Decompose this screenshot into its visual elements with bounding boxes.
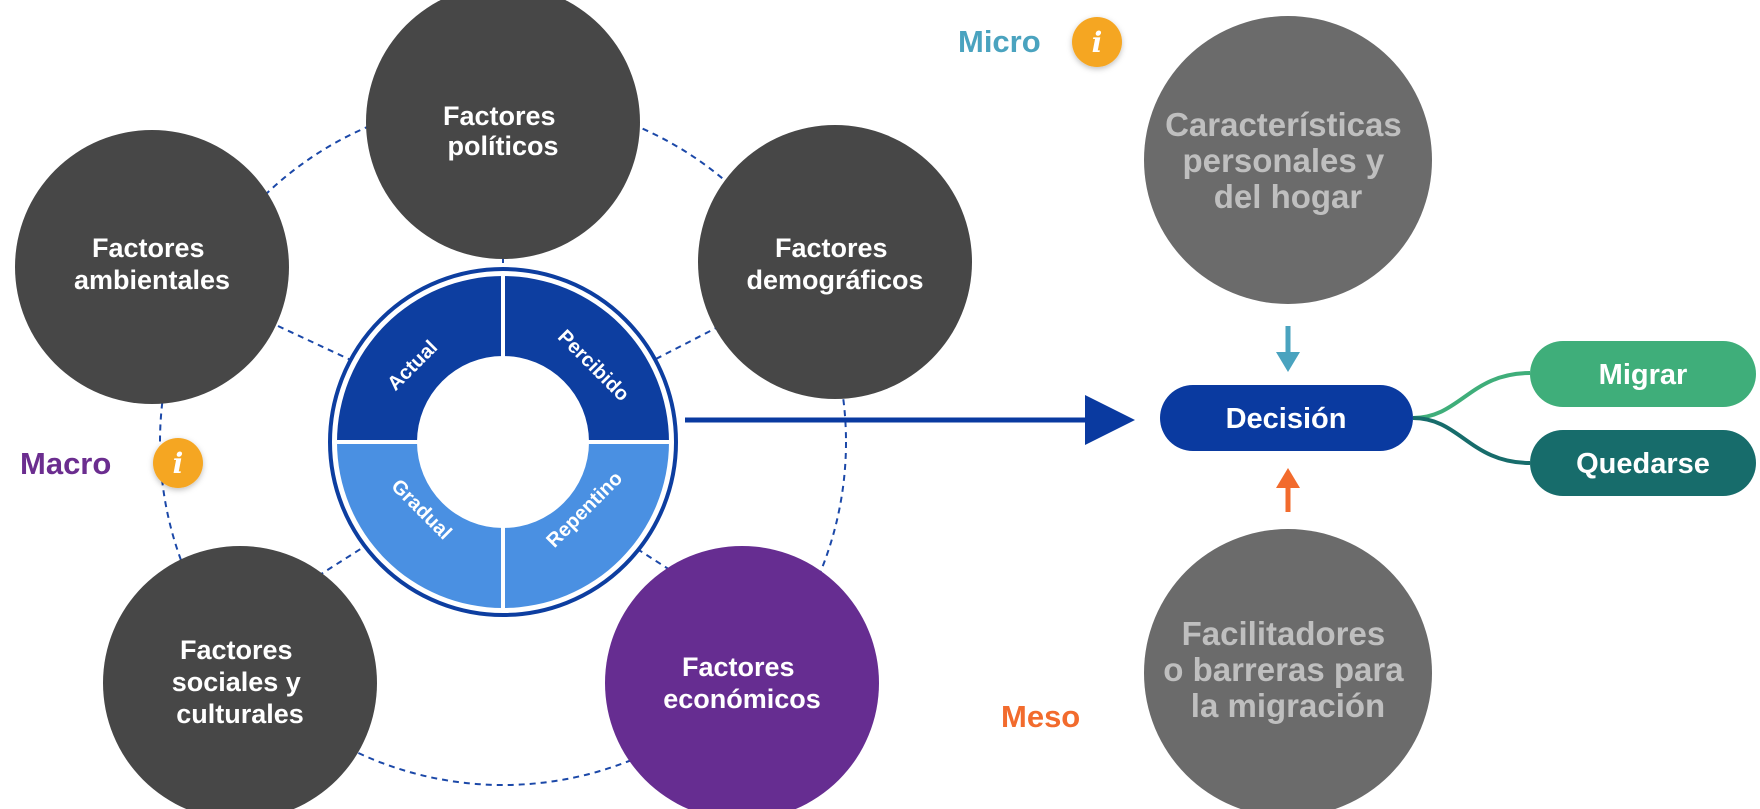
macro-orbit (159, 98, 847, 786)
arrow-down-icon (1276, 326, 1300, 372)
ring-segment-gradual (337, 442, 503, 608)
svg-text:Características personal: Características personales y del hogar (1165, 106, 1411, 215)
decision-node[interactable]: Decisión (1160, 385, 1413, 451)
micro-label: Micro (958, 24, 1041, 59)
svg-text:Migrar: Migrar (1599, 359, 1688, 391)
svg-text:Factores económicos: Factores económicos (663, 652, 821, 714)
factor-demograficos: Factores demográficos (698, 125, 972, 399)
outcome-migrar[interactable]: Migrar (1530, 341, 1756, 407)
ring-segment-repentino (503, 442, 669, 608)
factor-politicos: Factores políticos (366, 0, 640, 259)
meso-circle: Facilitadores o barreras para la migraci… (1144, 529, 1432, 809)
svg-text:Quedarse: Quedarse (1576, 448, 1710, 480)
svg-text:i: i (173, 447, 184, 480)
central-ring: Actual Percibido Gradual Repentino (328, 267, 678, 617)
decision-label: Decisión (1226, 403, 1347, 435)
factor-sociales: Factores sociales y culturales (103, 546, 377, 809)
svg-text:Facilitadores o barreras: Facilitadores o barreras para la migraci… (1163, 615, 1412, 724)
macro-label-group: Macro i (20, 438, 203, 488)
ring-segment-percibido (503, 276, 669, 442)
macro-label: Macro (20, 446, 111, 481)
ring-segment-actual (337, 276, 503, 442)
svg-text:Factores políticos: Factores políticos (443, 101, 563, 161)
meso-label: Meso (1001, 699, 1080, 734)
svg-text:Factores ambientales: Factores ambientales (74, 233, 230, 295)
factor-ambientales: Factores ambientales (15, 130, 289, 404)
svg-text:Factores sociales y: Factores sociales y culturales (172, 635, 309, 729)
micro-label-group: Micro i (958, 17, 1122, 67)
outcome-quedarse[interactable]: Quedarse (1530, 430, 1756, 496)
svg-text:i: i (1092, 26, 1103, 59)
arrow-up-icon (1276, 468, 1300, 512)
svg-text:Factores demográficos: Factores demográficos (746, 233, 923, 295)
micro-circle: Características personales y del hogar (1144, 16, 1432, 304)
branch-connectors (1412, 371, 1531, 465)
factor-economicos: Factores económicos (605, 546, 879, 809)
info-icon[interactable]: i (153, 438, 203, 488)
info-icon[interactable]: i (1072, 17, 1122, 67)
